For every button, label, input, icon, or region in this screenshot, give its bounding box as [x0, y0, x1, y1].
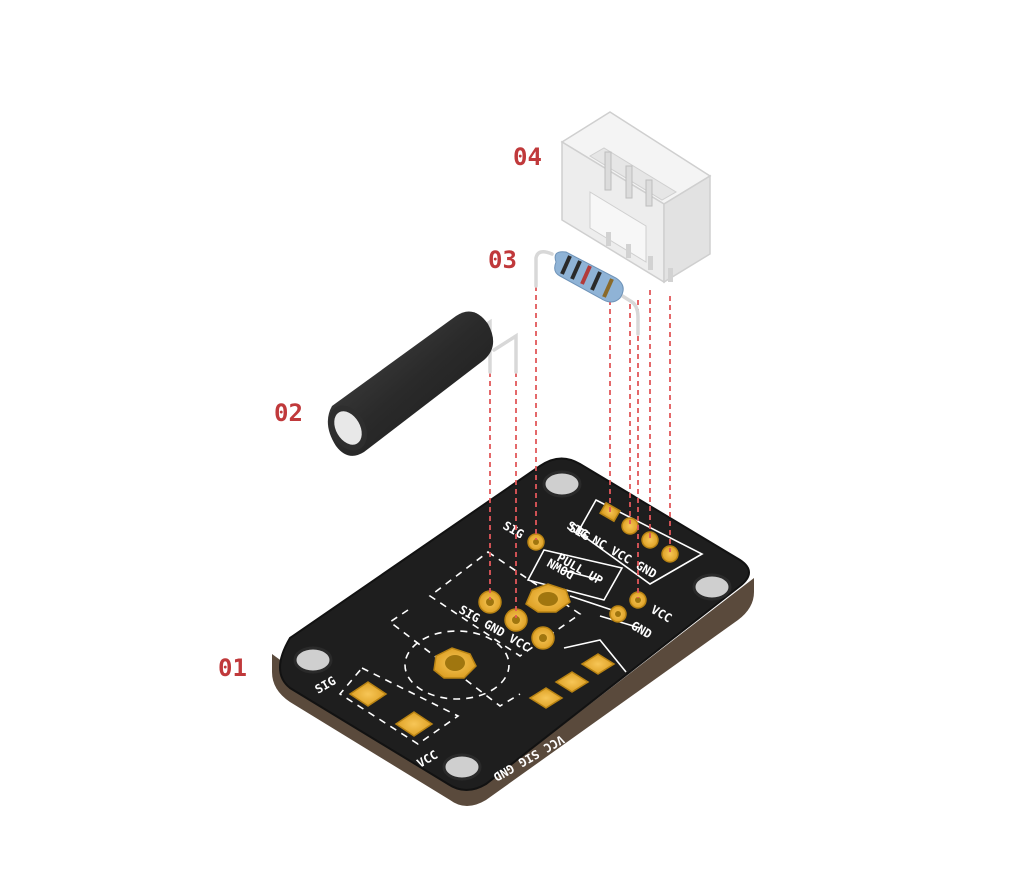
- pcb-board: SIG VCC SIG SIG GND VCC SIG PULL UP DOWN…: [272, 457, 754, 806]
- connector-right-face: [663, 174, 711, 284]
- callout-connector: 04: [513, 143, 542, 171]
- callout-sensor: 02: [274, 399, 303, 427]
- resistor-body: [554, 251, 624, 303]
- assembly-guide-lines: [489, 286, 671, 618]
- callout-resistor: 03: [488, 246, 517, 274]
- tilt-sensor-body: [327, 311, 494, 456]
- jst-connector: [560, 111, 712, 284]
- mounting-holes: [293, 470, 732, 781]
- resistor-color-bands: [560, 255, 614, 298]
- resistor: [534, 250, 640, 336]
- connector-pins: [604, 151, 673, 282]
- tilt-sensor: [327, 311, 518, 456]
- callout-board: 01: [218, 654, 247, 682]
